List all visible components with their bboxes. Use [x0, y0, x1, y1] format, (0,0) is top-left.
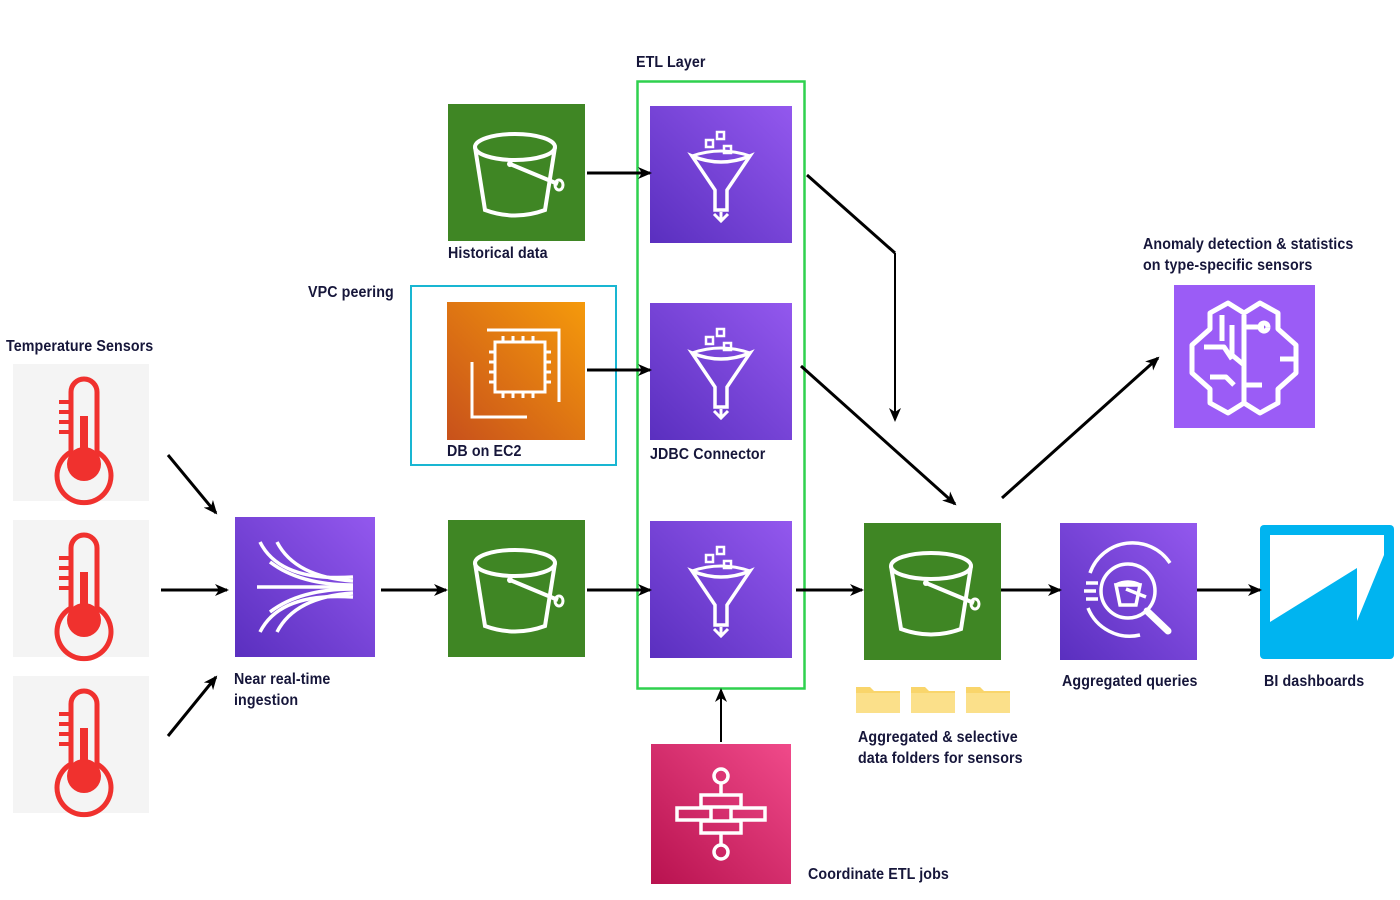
glue-funnel-icon	[648, 519, 794, 660]
thermometer-icon	[13, 676, 149, 815]
bi-dashboards-label: BI dashboards	[1264, 673, 1365, 690]
db-on-ec2-label: DB on EC2	[447, 443, 522, 460]
athena-search-icon	[1060, 523, 1197, 660]
anomaly-detection-label: Anomaly detection & statistics on type-s…	[1143, 236, 1354, 274]
temperature-sensors-label: Temperature Sensors	[6, 338, 154, 355]
historical-data-label: Historical data	[448, 245, 548, 262]
quicksight-icon	[1260, 525, 1394, 659]
connector-arrows	[161, 167, 1262, 742]
arrow	[1000, 356, 1160, 500]
vpc-peering-label: VPC peering	[308, 284, 394, 301]
thermometer-icon	[13, 364, 149, 503]
folder-icon	[856, 687, 900, 713]
aggregated-queries-label: Aggregated queries	[1062, 673, 1198, 690]
ec2-chip-icon	[447, 302, 585, 440]
aggregated-folders-label: Aggregated & selective data folders for …	[858, 729, 1023, 767]
s3-bucket-icon	[446, 518, 587, 659]
arrow	[166, 675, 218, 737]
s3-bucket-icon	[862, 521, 1003, 662]
folder-icon	[911, 687, 955, 713]
coordinate-etl-jobs-label: Coordinate ETL jobs	[808, 866, 949, 883]
arrow	[799, 364, 957, 506]
glue-funnel-icon	[648, 301, 794, 442]
vpc-peering-boundary	[410, 285, 617, 466]
step-functions-icon	[651, 744, 791, 884]
s3-bucket-icon	[446, 102, 587, 243]
jdbc-connector-label: JDBC Connector	[650, 446, 766, 463]
arrow	[166, 454, 218, 515]
etl-layer-label: ETL Layer	[636, 54, 706, 71]
kinesis-stream-icon	[235, 517, 375, 657]
near-real-time-ingestion-label: Near real-time ingestion	[234, 671, 331, 709]
folder-icon	[966, 687, 1010, 713]
arrow	[806, 173, 896, 255]
sagemaker-brain-icon	[1174, 285, 1315, 428]
thermometer-icon	[13, 520, 149, 659]
glue-funnel-icon	[648, 104, 794, 245]
